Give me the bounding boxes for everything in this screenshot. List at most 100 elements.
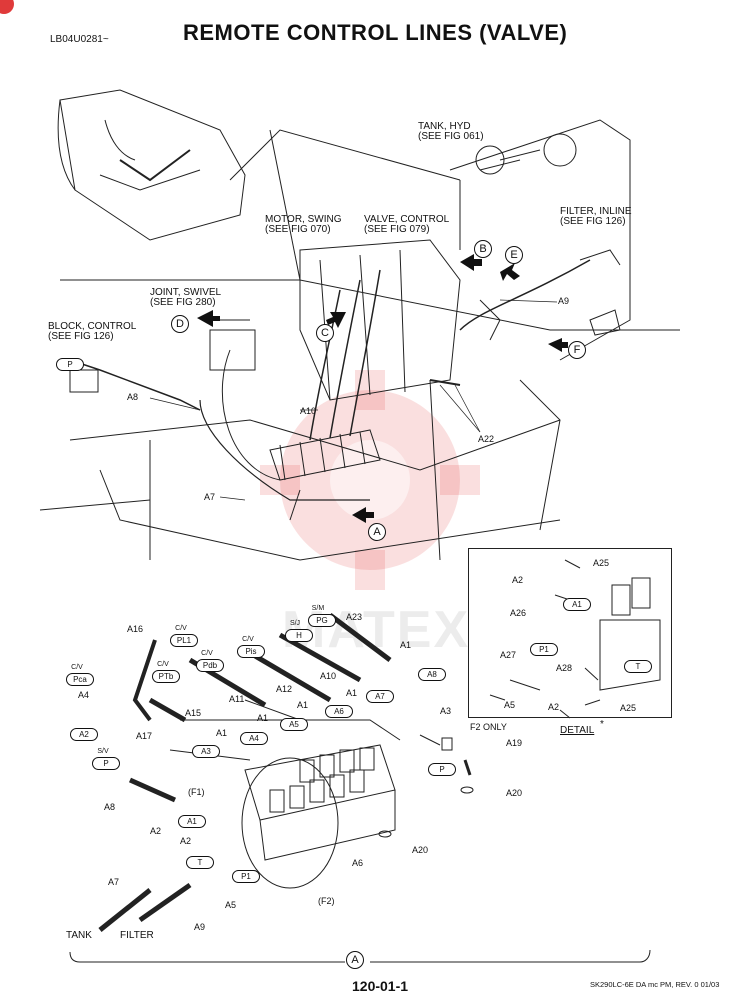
- part-label-a8: A8: [127, 392, 139, 402]
- label-tank: TANK: [66, 930, 92, 941]
- detail-box: [468, 548, 672, 718]
- view-letter-a-bottom: A: [346, 951, 364, 969]
- part-label-a20-2: A20: [412, 845, 429, 855]
- part-label-a10-lower: A10: [320, 671, 337, 681]
- tag-a3: A3: [192, 745, 220, 758]
- view-letter-b: B: [474, 240, 492, 258]
- tag-t: T: [186, 856, 214, 869]
- part-label-a23: A23: [346, 612, 363, 622]
- tag-p: P: [428, 763, 456, 776]
- detail-part-a2-1: A2: [512, 575, 524, 585]
- part-label-a7: A7: [204, 492, 216, 502]
- document-id: LB04U0281~: [50, 34, 109, 45]
- detail-title: DETAIL: [560, 725, 595, 736]
- tag-a1: A1: [178, 815, 206, 828]
- detail-part-a28: A28: [556, 663, 573, 673]
- part-label-a15: A15: [185, 708, 202, 718]
- callout-motor-swing-ref: (SEE FIG 070): [265, 224, 331, 235]
- callout-filter-inline: FILTER, INLINE (SEE FIG 126): [560, 207, 632, 227]
- port-tag-p: P: [56, 358, 84, 371]
- part-label-a1-2: A1: [346, 688, 358, 698]
- part-label-a4: A4: [78, 690, 90, 700]
- callout-block-control: BLOCK, CONTROL (SEE FIG 126): [48, 322, 136, 342]
- port-tag-p-lower: P: [92, 757, 120, 770]
- tag-f1: (F1): [188, 787, 205, 797]
- part-label-a9-lower: A9: [194, 922, 206, 932]
- detail-part-a25-1: A25: [593, 558, 610, 568]
- view-letter-e: E: [505, 246, 523, 264]
- detail-part-a5: A5: [504, 700, 516, 710]
- callout-tank-hyd-name: TANK, HYD: [418, 121, 471, 132]
- detail-part-a25-2: A25: [620, 703, 637, 713]
- port-over-ptb: C/V: [157, 661, 169, 668]
- part-label-a17: A17: [136, 731, 153, 741]
- port-over-pca: C/V: [71, 664, 83, 671]
- part-label-a1-3: A1: [297, 700, 309, 710]
- corner-marker: [0, 0, 14, 14]
- detail-part-a2-2: A2: [548, 702, 560, 712]
- tag-a6: A6: [325, 705, 353, 718]
- view-letter-d: D: [171, 315, 189, 333]
- callout-tank-hyd: TANK, HYD (SEE FIG 061): [418, 122, 484, 142]
- detail-part-a27: A27: [500, 650, 517, 660]
- callout-tank-hyd-ref: (SEE FIG 061): [418, 131, 484, 142]
- tag-a2: A2: [70, 728, 98, 741]
- part-label-a2-1: A2: [150, 826, 162, 836]
- callout-valve-control-name: VALVE, CONTROL: [364, 214, 450, 225]
- port-tag-pl1: PL1: [170, 634, 198, 647]
- port-tag-pdb: Pdb: [196, 659, 224, 672]
- part-label-a20-1: A20: [506, 788, 523, 798]
- detail-tag-a1: A1: [563, 598, 591, 611]
- callout-filter-inline-name: FILTER, INLINE: [560, 206, 632, 217]
- tag-a5: A5: [280, 718, 308, 731]
- port-over-pis: C/V: [242, 636, 254, 643]
- part-label-a19: A19: [506, 738, 523, 748]
- tag-f2-only: F2 ONLY: [470, 722, 507, 732]
- part-label-a1-1: A1: [400, 640, 412, 650]
- view-letter-f: F: [568, 341, 586, 359]
- tag-a4: A4: [240, 732, 268, 745]
- part-label-a5: A5: [225, 900, 237, 910]
- part-label-a1-5: A1: [216, 728, 228, 738]
- port-over-pl1: C/V: [175, 625, 187, 632]
- part-label-a7-lower: A7: [108, 877, 120, 887]
- part-label-a10: A10: [300, 406, 317, 416]
- part-label-a2-2: A2: [180, 836, 192, 846]
- page-number: 120-01-1: [352, 978, 409, 994]
- part-label-a22: A22: [478, 434, 495, 444]
- detail-star: *: [600, 719, 604, 730]
- callout-motor-swing: MOTOR, SWING (SEE FIG 070): [265, 215, 341, 235]
- callout-block-control-ref: (SEE FIG 126): [48, 331, 114, 342]
- port-over-p: S/V: [97, 748, 109, 755]
- part-label-a11: A11: [229, 694, 245, 704]
- port-tag-pca: Pca: [66, 673, 94, 686]
- part-label-a9: A9: [558, 296, 570, 306]
- port-over-pdb: C/V: [201, 650, 213, 657]
- part-label-a16: A16: [127, 624, 144, 634]
- part-label-a3: A3: [440, 706, 452, 716]
- port-tag-pis: Pis: [237, 645, 265, 658]
- callout-joint-swivel: JOINT, SWIVEL (SEE FIG 280): [150, 288, 221, 308]
- port-over-h: S/J: [289, 620, 301, 627]
- callout-block-control-name: BLOCK, CONTROL: [48, 321, 137, 332]
- part-label-a6: A6: [352, 858, 364, 868]
- part-label-a1-4: A1: [257, 713, 269, 723]
- part-label-a8-lower: A8: [104, 802, 116, 812]
- port-over-pg: S/M: [311, 605, 325, 612]
- tag-p1: P1: [232, 870, 260, 883]
- view-letter-a: A: [368, 523, 386, 541]
- page-title: REMOTE CONTROL LINES (VALVE): [183, 20, 568, 45]
- view-letter-c: C: [316, 324, 334, 342]
- callout-joint-swivel-name: JOINT, SWIVEL: [150, 287, 222, 298]
- label-filter: FILTER: [120, 930, 154, 941]
- callout-valve-control-ref: (SEE FIG 079): [364, 224, 430, 235]
- port-tag-ptb: PTb: [152, 670, 180, 683]
- detail-tag-t: T: [624, 660, 652, 673]
- detail-tag-p1: P1: [530, 643, 558, 656]
- revision-text: SK290LC-6E DA mc PM, REV. 0 01/03: [590, 980, 720, 989]
- tag-f2: (F2): [318, 896, 335, 906]
- detail-part-a26: A26: [510, 608, 527, 618]
- callout-joint-swivel-ref: (SEE FIG 280): [150, 297, 216, 308]
- part-label-a12: A12: [276, 684, 293, 694]
